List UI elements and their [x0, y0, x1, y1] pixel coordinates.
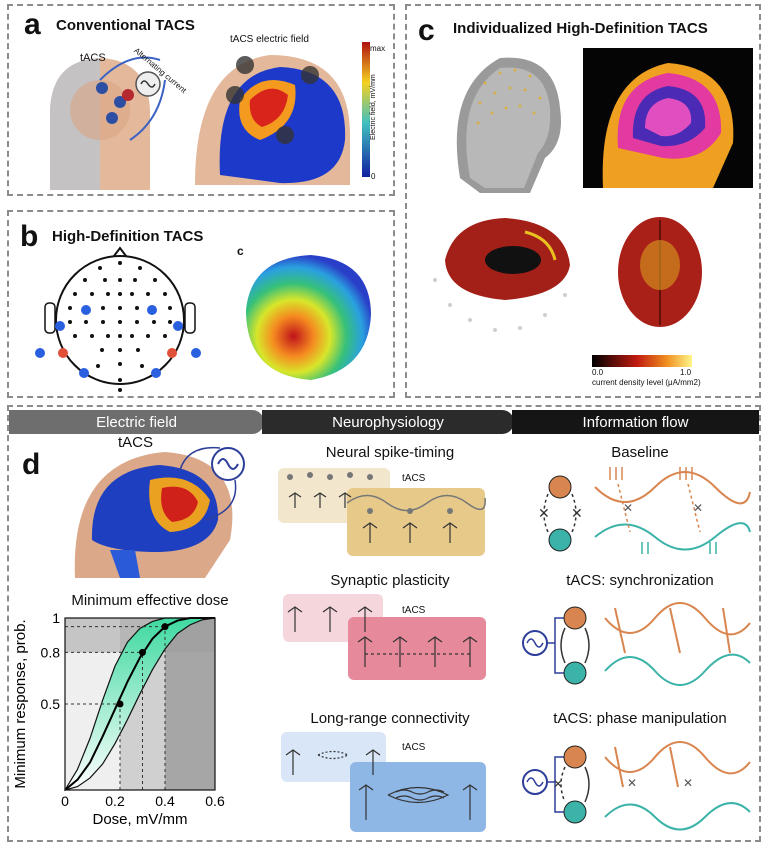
- header-electric-field: Electric field: [9, 410, 264, 434]
- phase-manipulation-info-flow-diagram: ✕ ✕ ✕: [522, 741, 751, 831]
- y-axis-label: Minimum response, prob.: [12, 619, 29, 788]
- long-range-connectivity-title: Long-range connectivity: [310, 710, 470, 727]
- long-range-connectivity-illustration: [281, 732, 486, 832]
- header-information-flow: Information flow: [512, 410, 759, 434]
- x-tick-label: 0.2: [105, 793, 125, 809]
- neural-spike-timing-title: Neural spike-timing: [325, 444, 455, 461]
- colorbar-max-a: max: [370, 44, 386, 53]
- panel-d-letter: d: [22, 448, 41, 481]
- panel-c: [405, 4, 761, 398]
- synchronization-info-flow-diagram: [522, 602, 751, 686]
- synaptic-plasticity-title: Synaptic plasticity: [330, 572, 450, 589]
- panel-a-title: Conventional TACS: [56, 17, 195, 34]
- panel-a-letter: a: [24, 8, 41, 41]
- current-density-colorbar: [592, 355, 692, 367]
- panel-b-sublabel: c: [237, 244, 244, 258]
- svg-text:✕: ✕: [623, 501, 633, 515]
- panel-b-letter: b: [20, 220, 39, 253]
- synaptic-plasticity-illustration: [283, 594, 486, 680]
- colorbar-min-a: 0: [371, 172, 376, 181]
- panel-b-title: High-Definition TACS: [52, 228, 204, 245]
- x-tick-label: 0.6: [205, 793, 225, 809]
- tacs-head-electric-field-illustration: [74, 446, 245, 578]
- chart-title: Minimum effective dose: [71, 592, 229, 609]
- panel-c-letter: c: [418, 14, 435, 47]
- y-tick-label: 0.8: [41, 644, 61, 660]
- conventional-tacs-head-illustration: [50, 56, 166, 190]
- individualized-current-density-lateral: [433, 218, 570, 332]
- svg-text:✕: ✕: [693, 501, 703, 515]
- colorbar-max-c: 1.0: [680, 368, 692, 377]
- panel-a: [7, 4, 395, 196]
- x-tick-label: 0.4: [155, 793, 175, 809]
- mri-segmentation-image: [583, 48, 753, 188]
- head-electrode-model: [456, 57, 561, 194]
- synchronization-title: tACS: synchronization: [566, 572, 714, 589]
- tacs-tag-row2: tACS: [402, 605, 426, 616]
- electrode-montage-diagram: [35, 246, 201, 392]
- baseline-info-flow-diagram: ✕ ✕ ✕ ✕: [538, 467, 751, 554]
- svg-text:✕: ✕: [627, 776, 637, 790]
- panel-b: [7, 210, 395, 398]
- tacs-tag-row3: tACS: [402, 742, 426, 753]
- individualized-current-density-top: [618, 217, 702, 327]
- y-tick-label: 1: [52, 610, 60, 626]
- hd-field-brain-illustration: [246, 255, 371, 380]
- x-axis-label: Dose, mV/mm: [92, 811, 187, 828]
- data-marker-1: [139, 648, 146, 656]
- x-tick-label: 0: [61, 793, 69, 809]
- baseline-title: Baseline: [611, 444, 669, 461]
- colorbar-label-a: Electric field, mV/mm: [370, 74, 377, 140]
- tacs-label-d: tACS: [118, 434, 154, 451]
- svg-text:✕: ✕: [683, 776, 693, 790]
- header-neurophysiology: Neurophysiology: [262, 410, 514, 434]
- svg-text:✕: ✕: [538, 505, 550, 521]
- panel-c-title: Individualized High-Definition TACS: [453, 20, 708, 37]
- colorbar-label-c: current density level (μA/mm2): [592, 378, 701, 387]
- electric-field-colorbar: [362, 42, 370, 177]
- tacs-tag-row1: tACS: [402, 473, 426, 484]
- plot-frame: [64, 617, 216, 791]
- spike-timing-illustration: [278, 468, 486, 556]
- panel-d: [7, 405, 761, 842]
- data-marker-2: [161, 623, 169, 631]
- colorbar-min-c: 0.0: [592, 368, 604, 377]
- phase-manipulation-title: tACS: phase manipulation: [553, 710, 727, 727]
- tacs-label-a: tACS: [80, 52, 106, 64]
- y-tick-label: 0.5: [41, 696, 61, 712]
- electric-field-brain-illustration: [195, 55, 350, 185]
- data-marker-0: [116, 700, 124, 708]
- svg-text:✕: ✕: [553, 777, 563, 791]
- electric-field-label-a: tACS electric field: [230, 34, 309, 45]
- svg-text:✕: ✕: [571, 505, 583, 521]
